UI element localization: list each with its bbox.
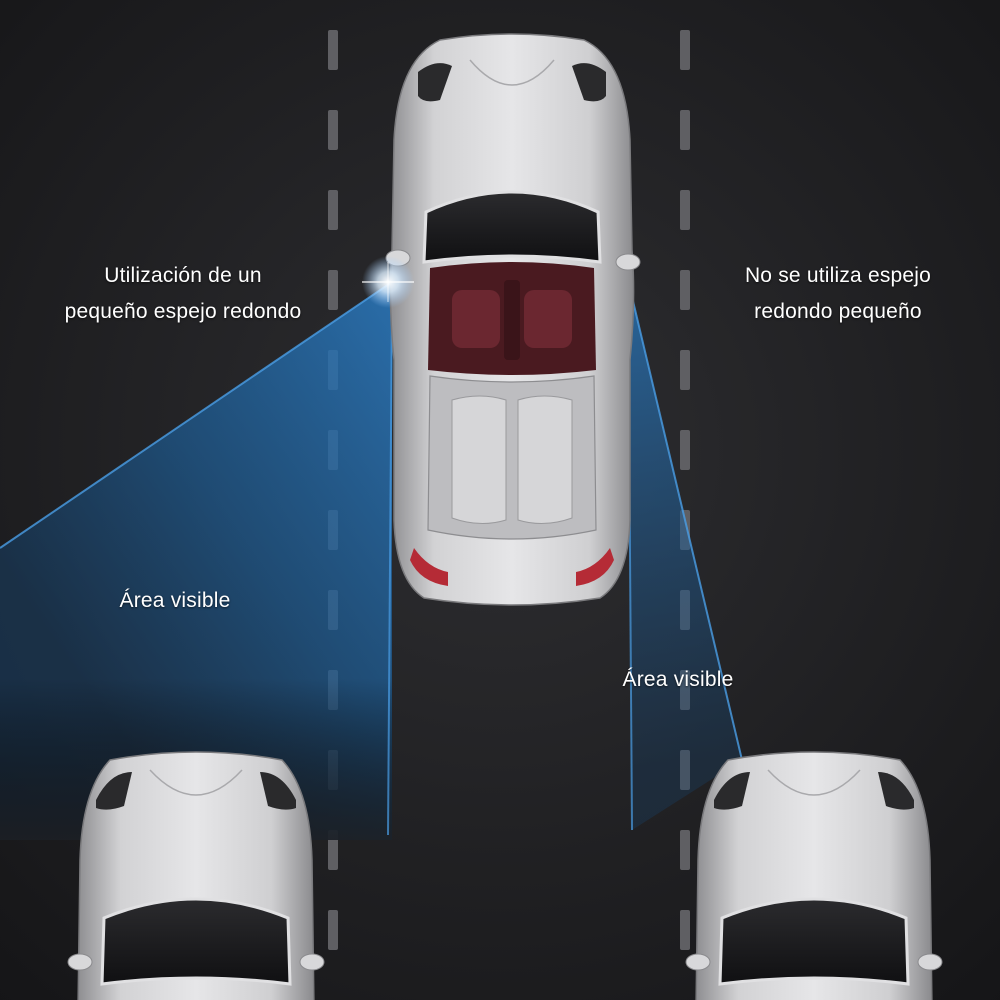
right-visible-area (627, 279, 743, 831)
left-caption-line-1: Utilización de un (104, 264, 262, 287)
car-icon (67, 751, 325, 1000)
right-seat (524, 290, 572, 348)
right-caption: No se utiliza espejo redondo pequeño (690, 258, 986, 330)
left-visible-area-label: Área visible (119, 589, 231, 612)
left-seat (452, 290, 500, 348)
right-caption-line-1: No se utiliza espejo (744, 264, 932, 287)
car-icon (385, 33, 641, 606)
right-visible-area-label: Área visible (622, 668, 734, 691)
car-icon (685, 751, 943, 1000)
right-caption-line-2: redondo pequeño (754, 300, 922, 323)
left-caption-line-2: pequeño espejo redondo (64, 300, 302, 323)
mirror-flare-icon (362, 256, 414, 308)
left-visible-area (0, 281, 393, 840)
left-caption: Utilización de un pequeño espejo redondo (20, 258, 346, 330)
